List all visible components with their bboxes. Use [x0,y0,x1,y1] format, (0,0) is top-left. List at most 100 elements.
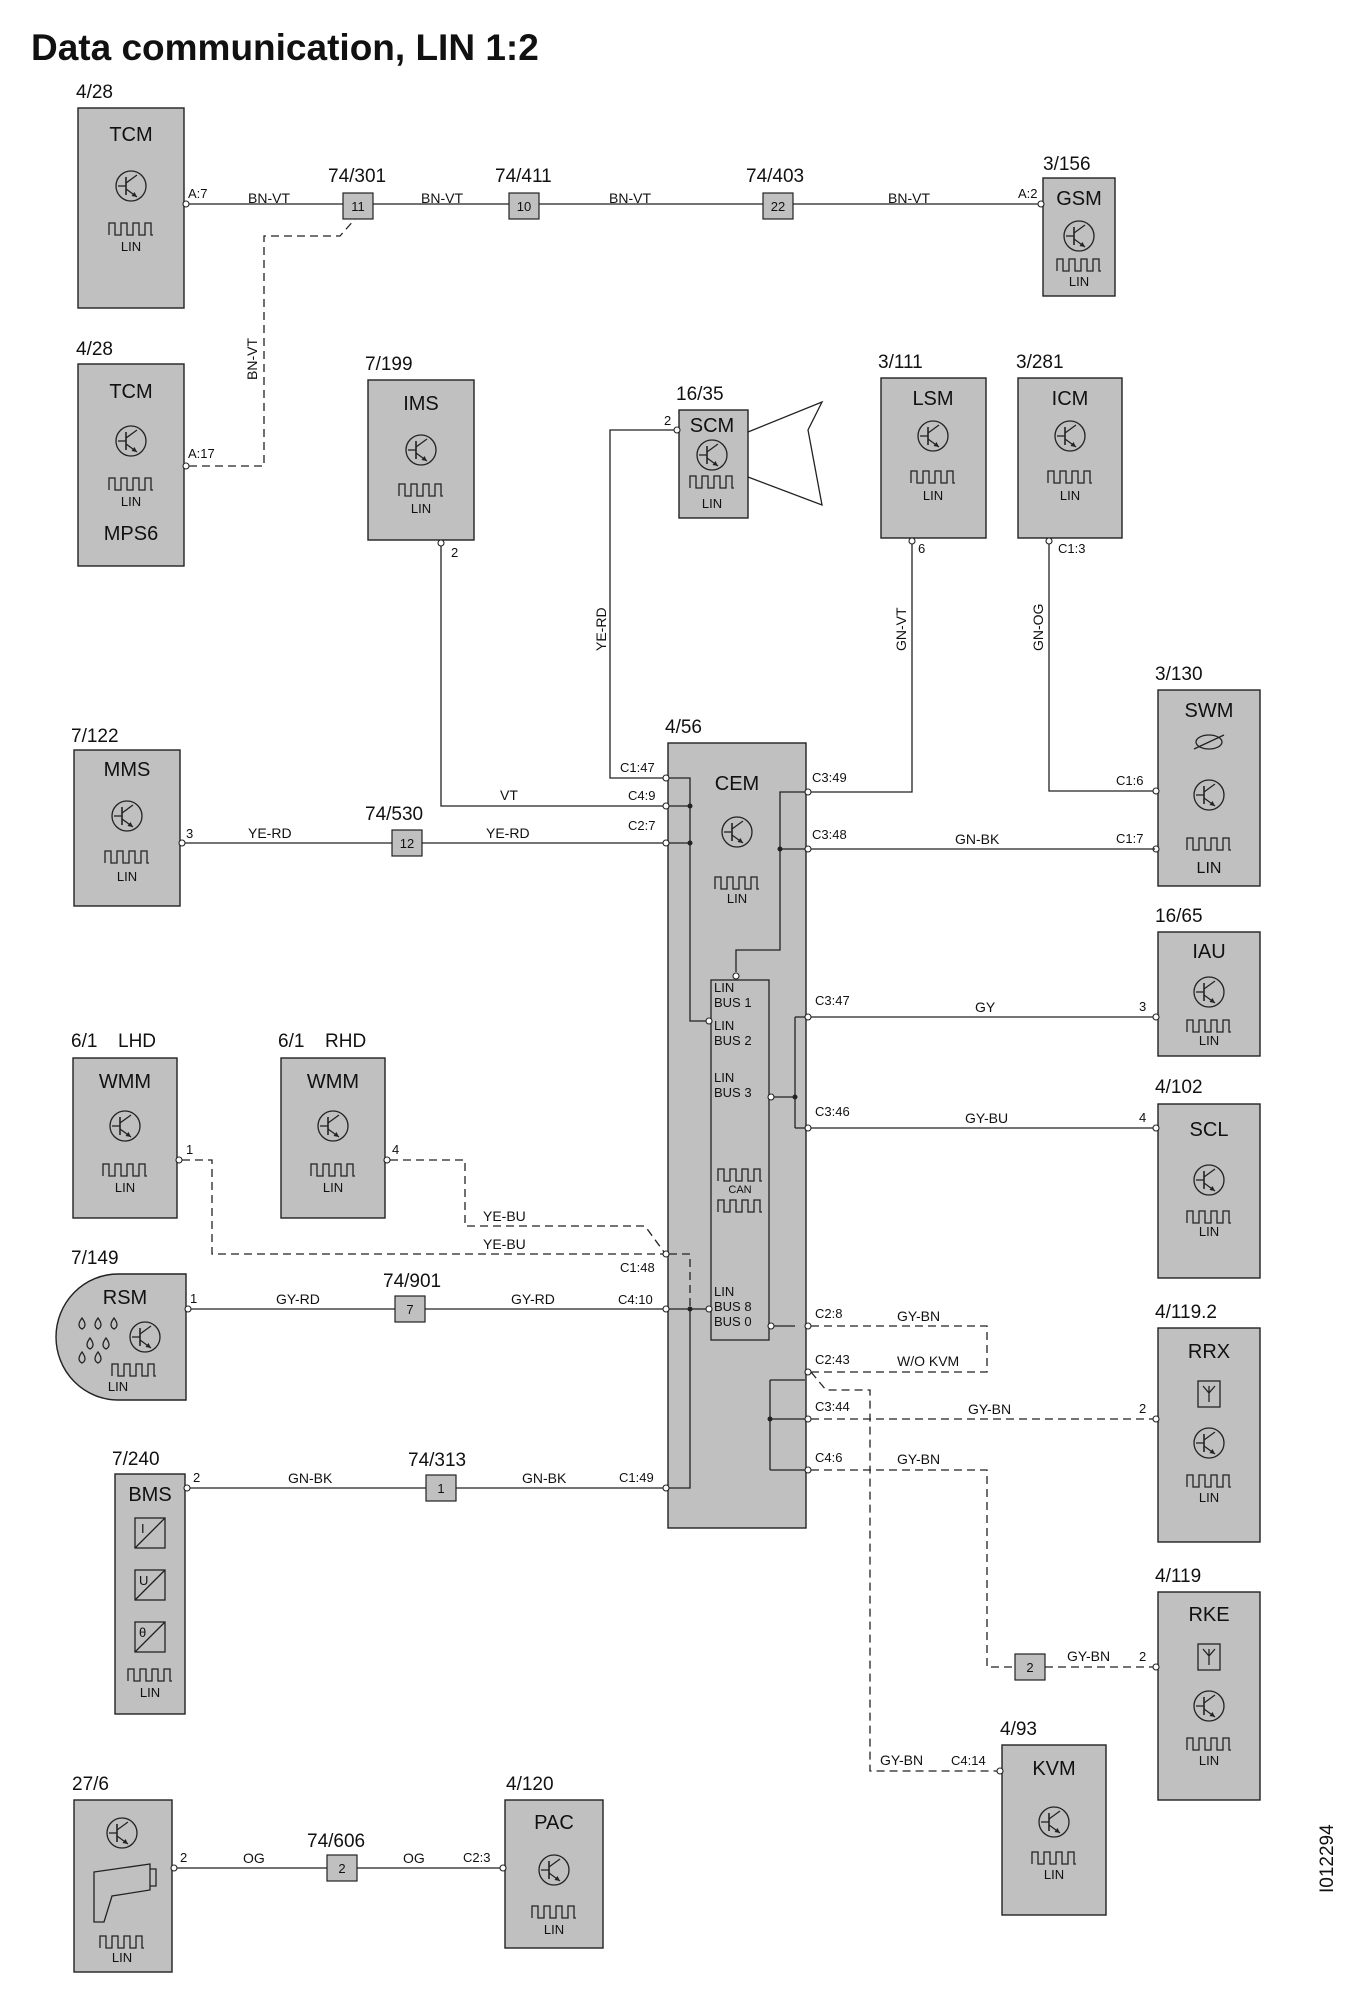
cem-module: 4/56 CEM LIN LIN BUS 1 LIN BUS 2 LIN BUS… [665,717,807,1529]
temperature-sensor-icon: θ [134,1621,166,1653]
iau-ref: 16/65 [1155,906,1203,927]
rsm-name: RSM [103,1287,147,1309]
rsm-module: 7/149 RSM LIN 1 [55,1248,197,1401]
bms-lin: LIN [140,1685,160,1700]
iau-module: 16/65 IAU LIN 3 [1139,906,1261,1057]
rrx-name: RRX [1188,1341,1230,1363]
wmm-rhd-variant: RHD [325,1031,366,1052]
connector-74-301: 74/301 11 [328,166,386,220]
connector-pin: 2 [1026,1660,1033,1675]
lsm-pin: 6 [918,541,925,556]
lsm-name: LSM [912,388,953,410]
rke-pin: 2 [1139,1649,1146,1664]
rke-name: RKE [1188,1604,1229,1626]
bus3-line1: LIN [714,1070,734,1085]
pac-name: PAC [534,1812,574,1834]
icm-lin: LIN [1060,488,1080,503]
camera-module: 27/6 LIN 2 [72,1774,187,1973]
scl-pin: 4 [1139,1110,1146,1125]
wire-label: BN-VT [244,338,260,380]
tcm1-ref: 4/28 [76,82,113,103]
svg-text:U: U [139,1573,148,1588]
wmm-lhd-variant: LHD [118,1031,156,1052]
document-id: I012294 [1317,1824,1338,1893]
icm-pin: C1:3 [1058,541,1085,556]
iau-name: IAU [1192,941,1225,963]
cem-pin-c1-49: C1:49 [619,1470,654,1485]
swm-module: 3/130 SWM LIN C1:6 C1:7 [1116,664,1261,887]
pac-ref: 4/120 [506,1774,554,1795]
wire-label: GN-BK [522,1470,567,1486]
wmm-rhd-name: WMM [307,1071,359,1093]
camera-ref: 27/6 [72,1774,109,1795]
connector-ref: 74/901 [383,1271,441,1292]
wire-label: VT [500,787,518,803]
cem-pin-c2-8: C2:8 [815,1306,842,1321]
connector-ref: 74/606 [307,1831,365,1852]
rain-drops-icon [78,1316,118,1364]
wire-label: GN-OG [1030,604,1046,651]
rsm-pin: 1 [190,1291,197,1306]
ims-pin: 2 [451,545,458,560]
icm-ref: 3/281 [1016,352,1064,373]
mms-pin: 3 [186,826,193,841]
connector-pin: 22 [771,199,785,214]
rsm-lin: LIN [108,1379,128,1394]
tcm1-lin: LIN [121,239,141,254]
camera-lin: LIN [112,1950,132,1965]
swm-lin: LIN [1197,860,1222,877]
wmm-lhd-ref: 6/1 [71,1031,97,1052]
rsm-ref: 7/149 [71,1248,119,1269]
wmm-module-lhd: 6/1 LHD WMM LIN 1 [71,1031,193,1219]
tcm2-name: TCM [109,381,152,403]
connector-74-411: 74/411 10 [495,166,552,220]
gsm-lin: LIN [1069,274,1089,289]
rke-lin: LIN [1199,1753,1219,1768]
gsm-pin: A:2 [1018,186,1038,201]
connector-74-606: 74/606 2 [307,1831,365,1882]
wire-label: GY-BN [880,1752,923,1768]
wire-label: GY [975,999,996,1015]
gsm-ref: 3/156 [1043,154,1091,175]
tcm1-name: TCM [109,124,152,146]
connector-pin: 7 [406,1302,413,1317]
icm-name: ICM [1052,388,1089,410]
rrx-lin: LIN [1199,1490,1219,1505]
wire-label: GY-RD [276,1291,320,1307]
wire-label: YE-RD [593,607,609,651]
connector-74-403: 74/403 22 [746,166,804,220]
cem-pin-c3-46: C3:46 [815,1104,850,1119]
wire-label: GN-BK [288,1470,333,1486]
svg-text:I: I [141,1521,145,1536]
kvm-module: 4/93 KVM LIN C4:14 [951,1719,1107,1916]
page-title: Data communication, LIN 1:2 [31,27,539,68]
tcm2-ref: 4/28 [76,339,113,360]
cem-ref: 4/56 [665,717,702,738]
bus8-line1: LIN [714,1284,734,1299]
swm-ref: 3/130 [1155,664,1203,685]
bus8-line3: BUS 0 [714,1314,752,1329]
scl-ref: 4/102 [1155,1077,1203,1098]
cem-pin-c3-49: C3:49 [812,770,847,785]
cem-pin-c2-43: C2:43 [815,1352,850,1367]
kvm-pin: C4:14 [951,1753,986,1768]
bus1-line1: LIN [714,980,734,995]
wire-label: GY-BN [968,1401,1011,1417]
kvm-lin: LIN [1044,1867,1064,1882]
lsm-module: 3/111 LSM LIN 6 [878,352,987,556]
cem-can: CAN [728,1184,751,1196]
cem-pin-c4-9: C4:9 [628,788,655,803]
connector-pin: 12 [400,836,414,851]
bus8-line2: BUS 8 [714,1299,752,1314]
mms-name: MMS [104,759,151,781]
camera-pin: 2 [180,1850,187,1865]
mms-module: 7/122 MMS LIN 3 [71,726,193,907]
wire-label: W/O KVM [897,1353,959,1369]
scl-lin: LIN [1199,1224,1219,1239]
connector-74-901: 74/901 7 [383,1271,441,1323]
bms-ref: 7/240 [112,1449,160,1470]
svg-text:θ: θ [139,1625,146,1640]
bus2-line2: BUS 2 [714,1033,752,1048]
cem-lin: LIN [727,891,747,906]
